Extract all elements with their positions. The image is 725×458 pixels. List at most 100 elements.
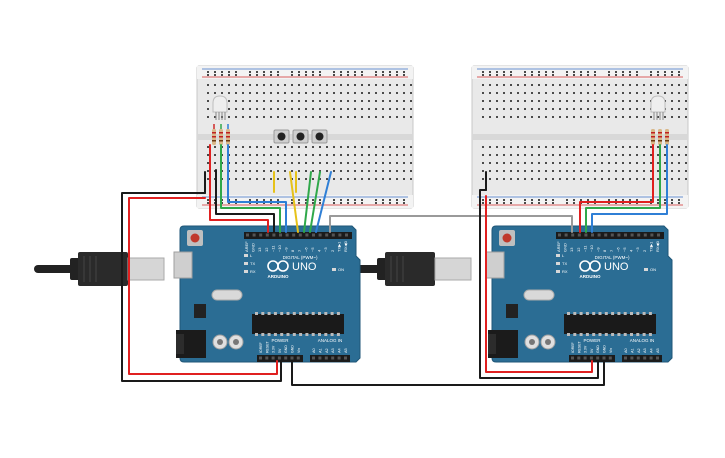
hole — [312, 100, 314, 102]
resistor-left-1[interactable] — [212, 129, 216, 145]
hole — [256, 100, 258, 102]
hole — [566, 178, 568, 180]
hole — [580, 162, 582, 164]
hole — [270, 199, 272, 201]
wire-green-btn2[interactable] — [309, 171, 321, 233]
hole — [333, 108, 335, 110]
resistor-left-3[interactable] — [226, 129, 230, 145]
usb-port — [485, 251, 505, 279]
hole — [685, 100, 687, 102]
hole — [587, 92, 589, 94]
wire-blue-btn[interactable] — [315, 171, 332, 233]
hole — [664, 178, 666, 180]
hole — [524, 146, 526, 148]
hole — [685, 162, 687, 164]
hole — [503, 170, 505, 172]
hole — [207, 202, 209, 204]
hole — [517, 162, 519, 164]
hole — [482, 100, 484, 102]
digital-pin-label: ~5 — [310, 247, 315, 252]
rgb-led-left[interactable] — [212, 95, 228, 120]
hole — [489, 162, 491, 164]
hole — [382, 92, 384, 94]
hole — [410, 146, 412, 148]
wire-red-bb1[interactable] — [209, 144, 269, 233]
hole — [389, 162, 391, 164]
header-pin — [312, 233, 315, 237]
hole — [510, 71, 512, 73]
hole — [643, 100, 645, 102]
resistor-right-2[interactable] — [658, 129, 662, 145]
hole — [396, 202, 398, 204]
wire-blue-bb1[interactable] — [227, 144, 287, 233]
wire-red-5v-right[interactable] — [485, 195, 593, 373]
chip-pin — [255, 333, 258, 336]
hole — [538, 108, 540, 110]
header-pin — [252, 233, 256, 237]
digital-pin-label: GND — [563, 243, 568, 252]
hole — [524, 162, 526, 164]
hole — [319, 146, 321, 148]
wire-red-5v-left[interactable] — [128, 197, 278, 375]
hole — [622, 154, 624, 156]
hole — [291, 116, 293, 118]
resistor-right-3[interactable] — [665, 129, 669, 145]
hole — [517, 100, 519, 102]
hole — [354, 154, 356, 156]
wire-blue-bb2[interactable] — [591, 144, 668, 233]
push-button-3[interactable] — [311, 129, 328, 144]
status-led — [244, 262, 248, 265]
wire-red-bb2[interactable] — [579, 144, 654, 233]
wire-black-gnd-link[interactable] — [291, 360, 605, 386]
chip-pin — [623, 312, 627, 315]
status-led — [644, 268, 648, 271]
reset-button-cap[interactable] — [190, 233, 200, 243]
breadboard-right[interactable] — [471, 65, 689, 209]
hole — [615, 162, 617, 164]
rgb-led-right[interactable] — [650, 95, 666, 120]
reset-button-cap[interactable] — [502, 233, 512, 243]
hole — [298, 154, 300, 156]
hole — [249, 146, 251, 148]
hole — [587, 154, 589, 156]
hole — [496, 154, 498, 156]
hole — [228, 116, 230, 118]
wire-green-bb2[interactable] — [585, 144, 661, 233]
wire-black-bb1-b[interactable] — [215, 169, 275, 233]
hole — [263, 74, 265, 76]
hole — [312, 202, 314, 204]
hole — [552, 100, 554, 102]
hole — [629, 170, 631, 172]
push-button-1[interactable] — [273, 129, 290, 144]
hole — [235, 100, 237, 102]
wire-grey-serial[interactable] — [329, 215, 573, 233]
atmega-chip — [252, 314, 344, 334]
header-pin — [577, 233, 581, 237]
usb-cable-right[interactable] — [351, 252, 472, 286]
wire-green-btn[interactable] — [303, 171, 312, 233]
hole — [587, 100, 589, 102]
analog-header — [622, 355, 662, 362]
hole — [643, 170, 645, 172]
hole — [277, 162, 279, 164]
hole — [333, 154, 335, 156]
header-pin — [337, 356, 341, 360]
hole — [319, 154, 321, 156]
hole — [263, 92, 265, 94]
wire-green-bb1[interactable] — [220, 144, 281, 233]
header-pin — [296, 356, 300, 360]
hole — [671, 71, 673, 73]
wire-black-gnd-left[interactable] — [121, 192, 282, 382]
chip-pin — [604, 333, 608, 336]
resistor-left-2[interactable] — [219, 129, 223, 145]
wire-yellow-btn2[interactable] — [289, 171, 299, 233]
wire-black-gnd-right[interactable] — [479, 189, 599, 379]
hole — [636, 170, 638, 172]
usb-cable-left[interactable] — [34, 252, 165, 286]
hole — [249, 108, 251, 110]
push-button-2[interactable] — [292, 129, 309, 144]
hole — [291, 92, 293, 94]
resistor-right-1[interactable] — [651, 129, 655, 145]
